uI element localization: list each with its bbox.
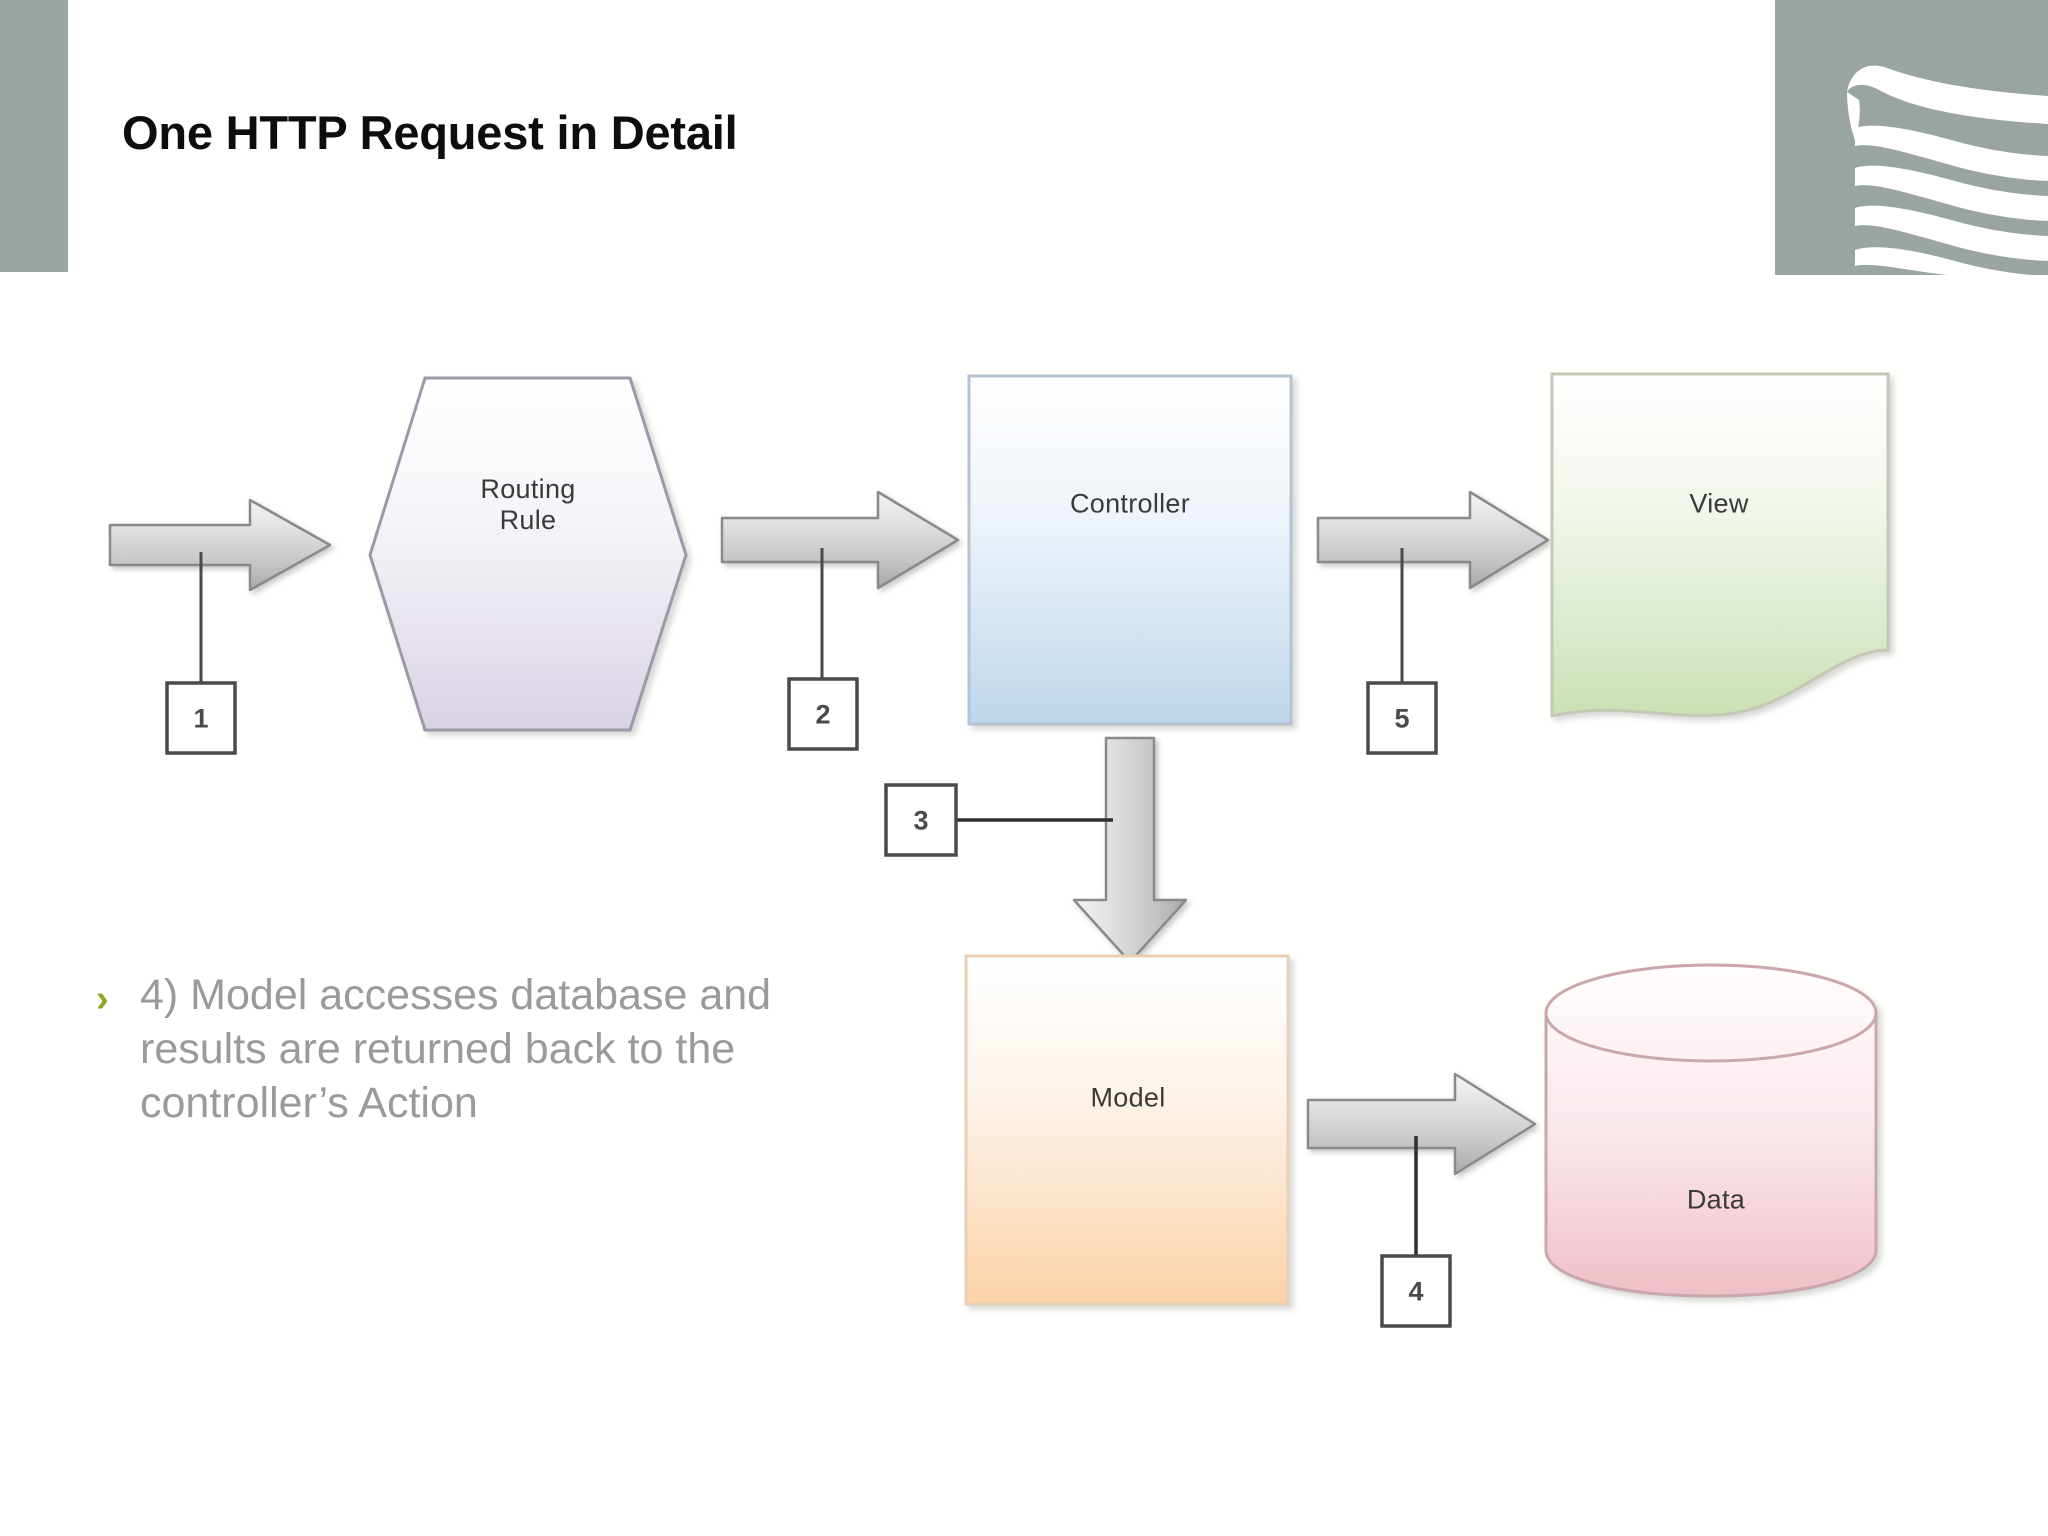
step-number-3: 3 bbox=[913, 805, 929, 836]
arrow-request-to-routing bbox=[108, 498, 332, 592]
waving-flag-logo-icon bbox=[1775, 0, 2048, 275]
step-number-1: 1 bbox=[193, 703, 209, 734]
node-label-data: Data bbox=[1686, 1184, 1746, 1215]
step-number-4: 4 bbox=[1408, 1276, 1424, 1307]
node-view bbox=[1550, 372, 1890, 718]
node-model bbox=[964, 954, 1290, 1306]
node-data bbox=[1544, 963, 1878, 1298]
bullet-text: 4) Model accesses database and results a… bbox=[140, 971, 772, 1128]
chevron-right-icon: › bbox=[96, 978, 109, 1020]
step-box-1 bbox=[165, 681, 237, 755]
node-label-model: Model bbox=[1090, 1082, 1166, 1113]
step-box-4 bbox=[1380, 1254, 1452, 1328]
step-number-2: 2 bbox=[815, 699, 831, 730]
step-number-5: 5 bbox=[1394, 703, 1410, 734]
header-left-accent-bar bbox=[0, 0, 68, 272]
arrow-controller-to-view bbox=[1316, 490, 1550, 590]
node-label-controller: Controller bbox=[1069, 488, 1191, 519]
node-controller bbox=[967, 374, 1293, 726]
arrow-routing-to-controller bbox=[720, 490, 960, 590]
node-routing-rule bbox=[368, 376, 688, 732]
bullet-item: › 4) Model accesses database and results… bbox=[96, 968, 886, 1131]
step-box-5 bbox=[1366, 681, 1438, 755]
page-title: One HTTP Request in Detail bbox=[122, 106, 738, 159]
step-box-3 bbox=[884, 783, 958, 857]
arrow-model-to-data bbox=[1306, 1072, 1537, 1176]
node-label-view: View bbox=[1689, 488, 1749, 519]
arrow-controller-to-model bbox=[1072, 736, 1188, 964]
step-box-2 bbox=[787, 677, 859, 751]
